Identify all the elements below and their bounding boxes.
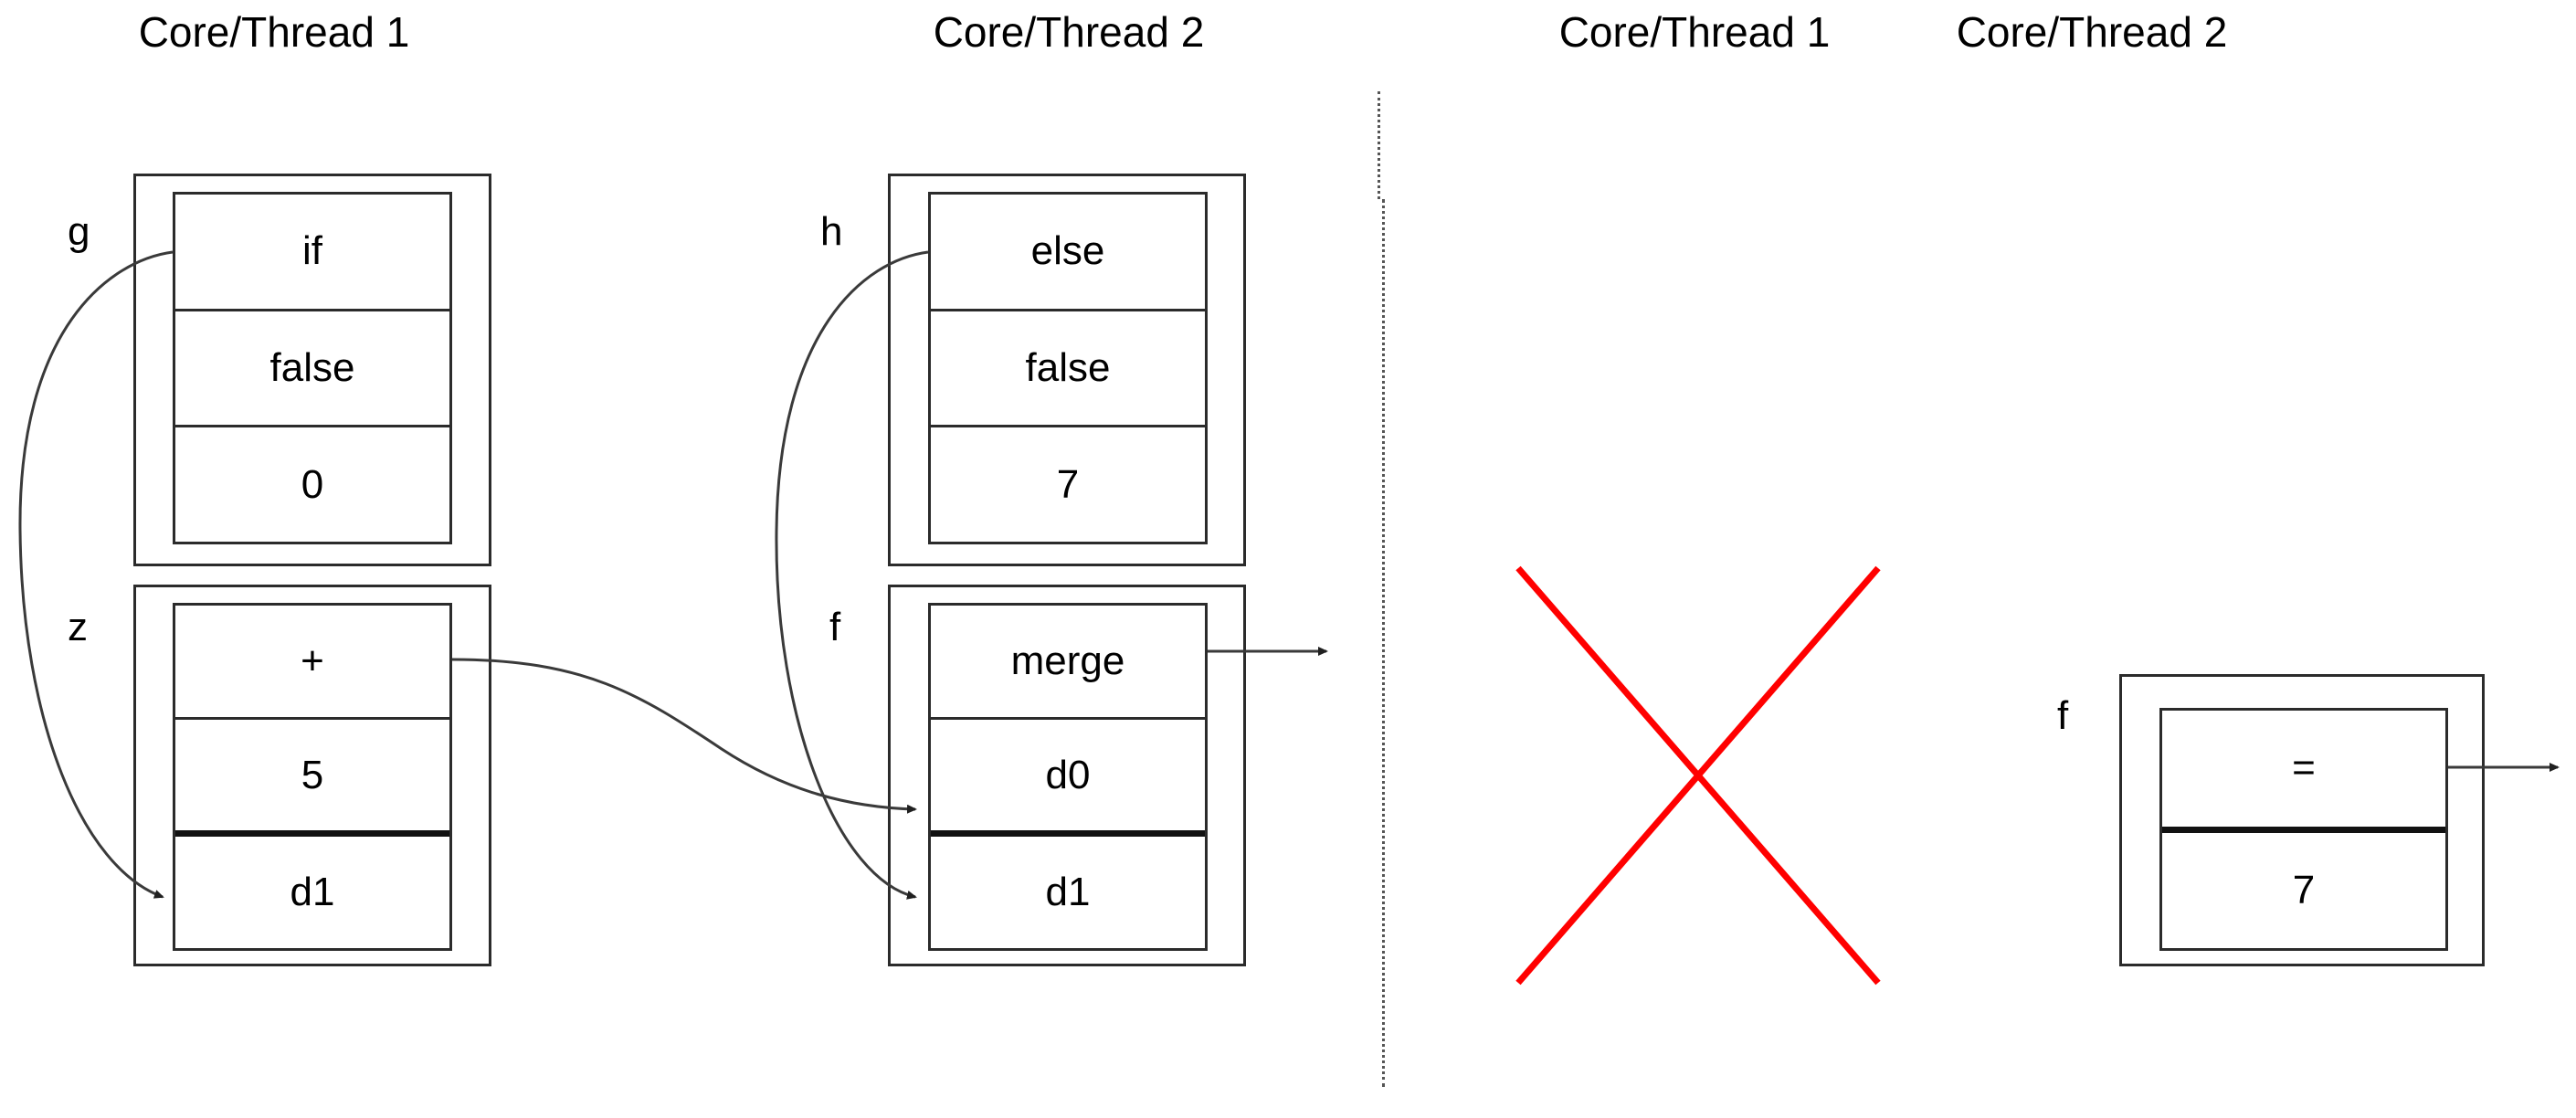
node-z-cell-1[interactable]: 5 xyxy=(175,716,449,831)
port-label-h: h xyxy=(820,209,843,254)
column-header-core-thread-2-left: Core/Thread 2 xyxy=(933,8,1205,56)
node-f-merge-cell-2[interactable]: d1 xyxy=(931,830,1205,949)
node-h-cell-2[interactable]: 7 xyxy=(931,425,1205,543)
port-label-g: g xyxy=(68,209,90,254)
node-f-merge-cells[interactable]: merge d0 d1 xyxy=(928,603,1208,951)
node-g-cell-1[interactable]: false xyxy=(175,308,449,426)
node-z-cell-op[interactable]: + xyxy=(175,606,449,717)
node-f-merge-cell-1[interactable]: d0 xyxy=(931,716,1205,831)
dotted-panel-divider-upper xyxy=(1378,91,1380,199)
node-g-cells[interactable]: if false 0 xyxy=(173,192,452,544)
node-g-cell-op[interactable]: if xyxy=(175,195,449,309)
port-label-f-eq: f xyxy=(2057,693,2069,738)
node-z-cell-2[interactable]: d1 xyxy=(175,830,449,949)
node-f-eq-cell-1[interactable]: 7 xyxy=(2162,826,2445,948)
column-header-core-thread-3-right: Core/Thread 2 xyxy=(1956,8,2228,56)
node-g-cell-2[interactable]: 0 xyxy=(175,425,449,543)
node-h-cell-op[interactable]: else xyxy=(931,195,1205,309)
port-label-f-merge: f xyxy=(829,605,841,649)
column-header-core-thread-1-right: Core/Thread 1 xyxy=(1558,8,1831,56)
node-f-eq-cells[interactable]: = 7 xyxy=(2159,708,2448,951)
column-header-core-thread-1-left: Core/Thread 1 xyxy=(138,8,410,56)
dotted-panel-divider-lower xyxy=(1382,199,1385,1087)
port-label-z: z xyxy=(68,605,88,649)
node-h-cells[interactable]: else false 7 xyxy=(928,192,1208,544)
edge-z-plus-to-merge-d0 xyxy=(451,658,917,814)
node-f-merge-cell-op[interactable]: merge xyxy=(931,606,1205,717)
red-cross-mark xyxy=(1515,565,1881,986)
node-h-cell-1[interactable]: false xyxy=(931,308,1205,426)
node-z-cells[interactable]: + 5 d1 xyxy=(173,603,452,951)
node-f-eq-cell-op[interactable]: = xyxy=(2162,711,2445,827)
